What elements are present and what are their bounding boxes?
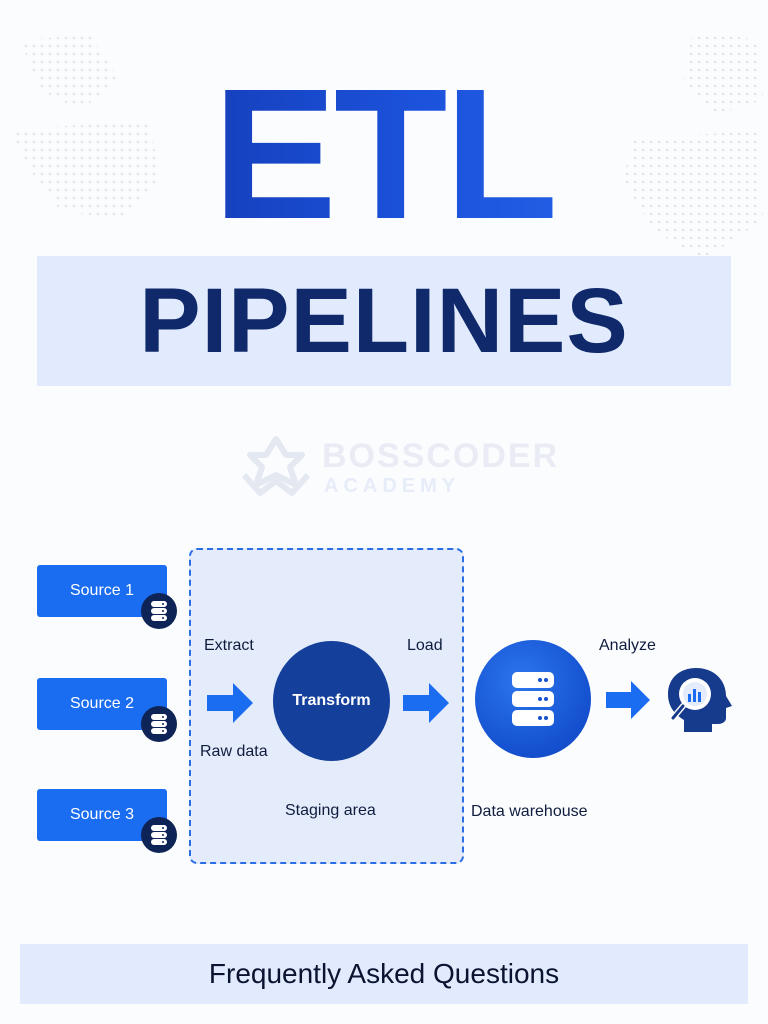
watermark-logo: BOSSCODER ACADEMY [240,435,557,505]
faq-banner[interactable]: Frequently Asked Questions [20,944,748,1004]
raw-data-label: Raw data [200,743,268,760]
source-label: Source 3 [69,806,135,823]
dotted-map-decoration-right [623,30,763,260]
database-icon [512,672,554,726]
page-title: ETL [0,62,768,248]
dotted-map-decoration-left [10,35,160,220]
source-1-box: Source 1 [37,565,177,629]
transform-node: Transform [273,641,390,761]
database-icon [141,593,177,629]
source-2-box: Source 2 [37,678,177,742]
transform-label: Transform [292,692,371,709]
analyze-label: Analyze [599,637,656,654]
database-icon [141,817,177,853]
load-label: Load [407,637,443,654]
crown-logo-icon [241,436,311,496]
analytics-head-icon [668,668,732,732]
watermark-brand: BOSSCODER [322,437,560,475]
extract-arrow-icon [207,683,253,723]
staging-area-label: Staging area [285,802,376,819]
database-icon [141,706,177,742]
analyze-arrow-icon [606,681,650,719]
source-3-box: Source 3 [37,789,177,853]
source-label: Source 2 [69,695,135,712]
page-subtitle: PIPELINES [139,269,629,372]
source-label: Source 1 [69,582,135,599]
faq-label: Frequently Asked Questions [208,958,560,989]
load-arrow-icon [403,683,449,723]
data-warehouse-label: Data warehouse [471,803,588,820]
watermark-sub: ACADEMY [324,475,461,497]
data-warehouse-node [475,640,591,758]
extract-label: Extract [204,637,254,654]
subtitle-band: PIPELINES [37,256,731,386]
